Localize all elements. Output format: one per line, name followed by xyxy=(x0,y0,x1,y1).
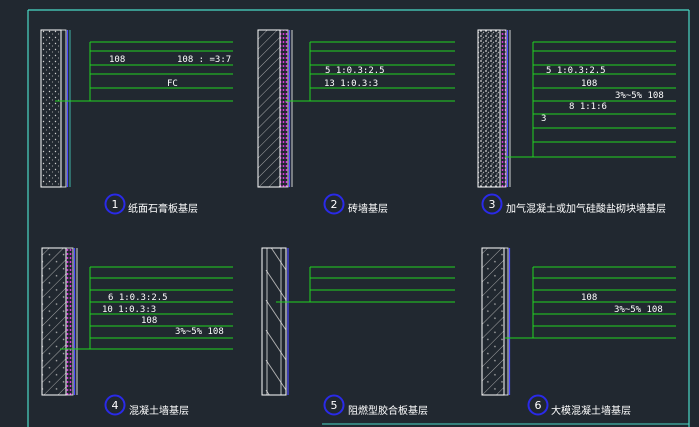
wall-section-4 xyxy=(41,247,78,396)
detail-4-concrete-wall: 6 1:0.3:2.5 10 1:0.3:3 108 3%~5% 108 4 混… xyxy=(41,247,233,417)
note-6-0: 108 xyxy=(581,293,597,303)
badge-number-5: 5 xyxy=(331,399,338,412)
leader-lines-3 xyxy=(505,41,676,158)
badge-number-2: 2 xyxy=(331,198,338,211)
note-3-1: 108 xyxy=(581,79,597,89)
badge-ring-5 xyxy=(323,394,345,416)
caption-3: 加气混凝土或加气硅酸盐砌块墙基层 xyxy=(506,202,666,215)
caption-1: 纸面石膏板基层 xyxy=(128,202,198,215)
note-1-2: FC xyxy=(167,79,178,89)
badge-ring-6 xyxy=(527,394,549,416)
caption-4: 混凝土墙基层 xyxy=(129,404,189,417)
leader-lines-2 xyxy=(285,41,455,102)
wall-section-6 xyxy=(481,247,511,396)
badge-number-3: 3 xyxy=(489,198,496,211)
note-2-0: 5 1:0.3:2.5 xyxy=(325,66,385,76)
note-4-0: 6 1:0.3:2.5 xyxy=(108,293,168,303)
leader-lines-5 xyxy=(276,266,455,303)
detail-6-formwork-concrete: 108 3%~5% 108 6 大模混凝土墙基层 xyxy=(481,247,676,417)
note-6-1: 3%~5% 108 xyxy=(614,305,663,315)
drawing-frame xyxy=(27,9,690,427)
wall-section-1 xyxy=(40,29,71,188)
wall-section-2 xyxy=(257,29,293,188)
note-2-1: 13 1:0.3:3 xyxy=(324,79,378,89)
note-3-0: 5 1:0.3:2.5 xyxy=(546,66,606,76)
detail-2-brick-wall: 5 1:0.3:2.5 13 1:0.3:3 2 砖墙基层 xyxy=(257,29,455,215)
caption-6: 大模混凝土墙基层 xyxy=(551,404,631,417)
leader-lines-4 xyxy=(60,266,233,350)
note-1-1: 108 : =3:7 xyxy=(177,55,231,65)
note-3-4: 3 xyxy=(541,114,546,124)
caption-2: 砖墙基层 xyxy=(348,202,388,215)
badge-ring-4 xyxy=(104,394,126,416)
detail-5-plywood: 5 阻燃型胶合板基层 xyxy=(261,247,455,417)
badge-ring-2 xyxy=(323,193,345,215)
badge-number-4: 4 xyxy=(112,399,119,412)
detail-3-aerated-block: 5 1:0.3:2.5 108 3%~5% 108 8 1:1:6 3 3 加气… xyxy=(477,29,676,215)
note-3-3: 8 1:1:6 xyxy=(569,102,607,112)
caption-5: 阻燃型胶合板基层 xyxy=(348,404,428,417)
detail-1-gypsum-board: 108 108 : =3:7 FC 1 纸面石膏板基层 xyxy=(40,29,233,215)
note-4-1: 10 1:0.3:3 xyxy=(102,305,156,315)
badge-ring-3 xyxy=(481,193,503,215)
wall-section-3 xyxy=(477,29,511,188)
badge-number-1: 1 xyxy=(112,198,119,211)
badge-ring-1 xyxy=(104,193,126,215)
badge-number-6: 6 xyxy=(535,399,542,412)
note-4-2: 108 xyxy=(141,316,157,326)
wall-section-5 xyxy=(261,247,289,396)
leader-lines-1 xyxy=(55,41,233,102)
note-3-2: 3%~5% 108 xyxy=(615,91,664,101)
note-4-3: 3%~5% 108 xyxy=(175,327,224,337)
leader-lines-6 xyxy=(505,266,676,339)
note-1-0: 108 xyxy=(109,55,125,65)
